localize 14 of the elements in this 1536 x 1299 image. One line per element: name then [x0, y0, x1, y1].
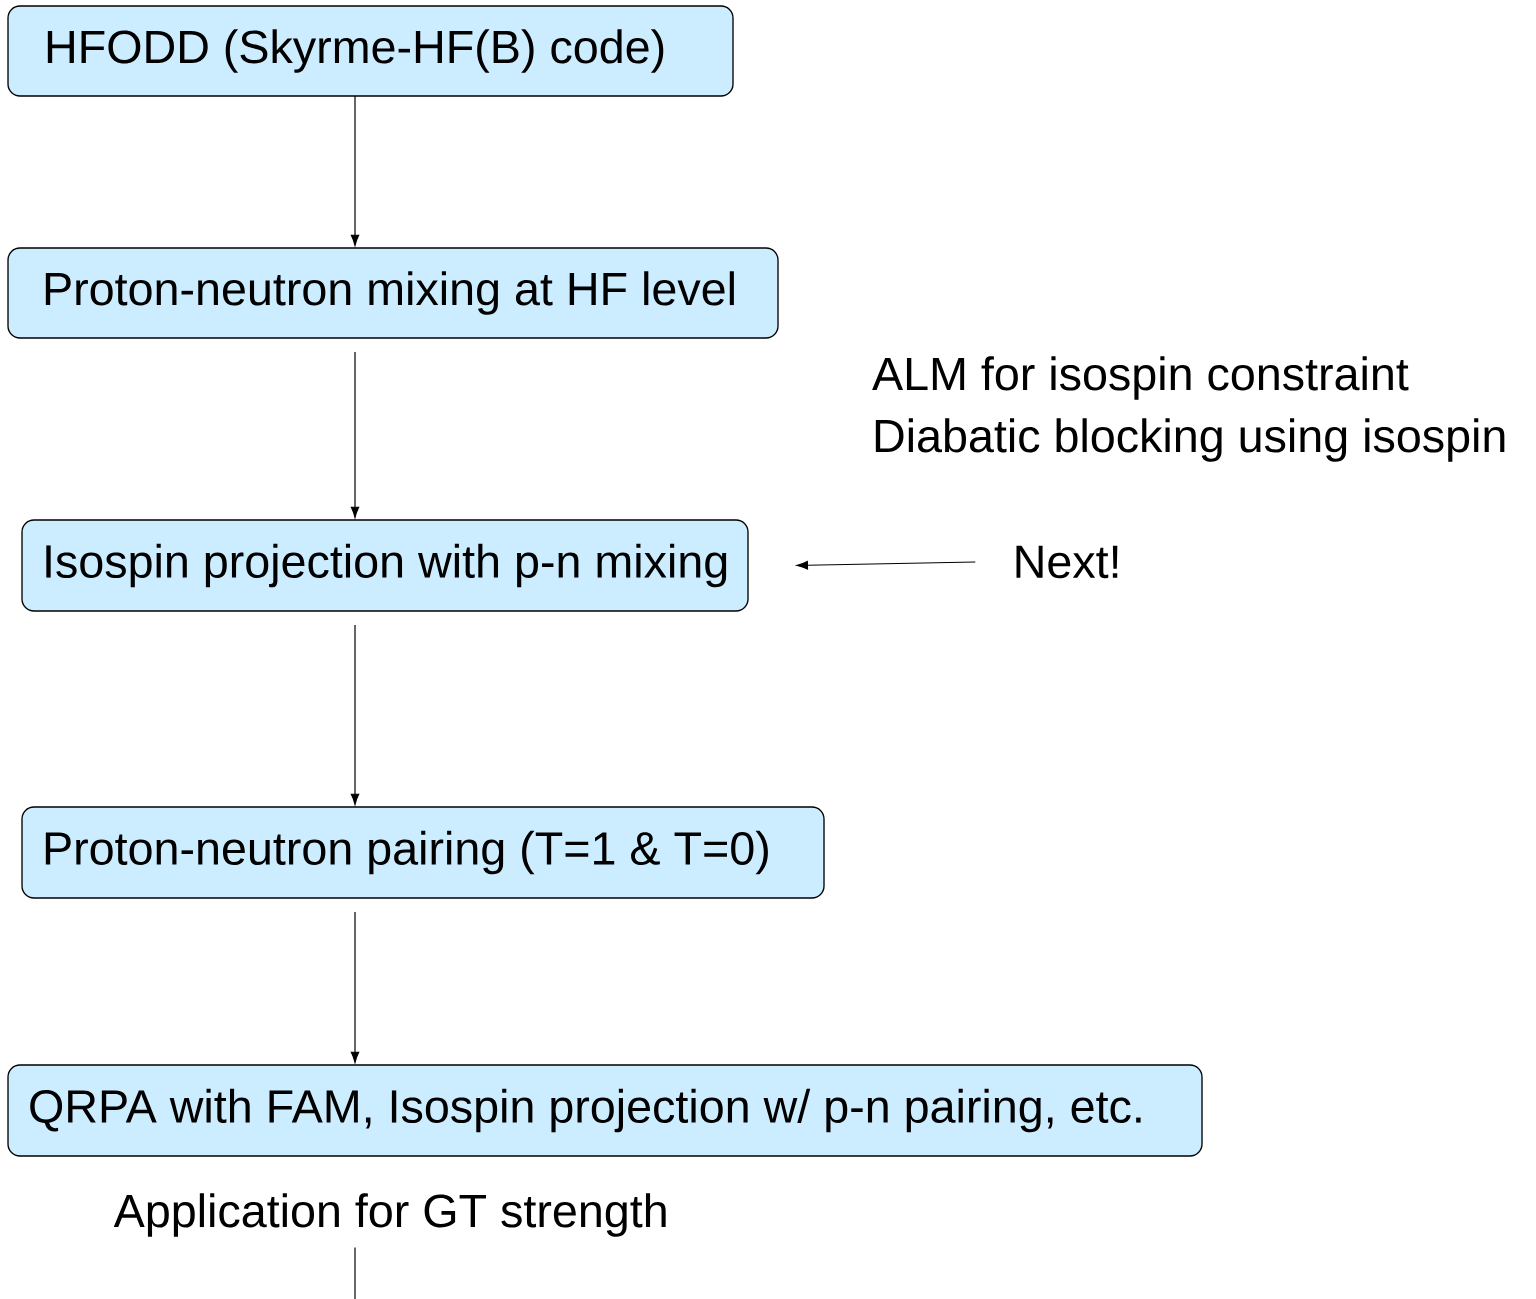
process-box: Proton-neutron mixing at HF level: [7, 247, 779, 339]
arrow: [796, 561, 976, 570]
arrow: [350, 624, 360, 805]
arrow: [350, 95, 360, 246]
arrow: [350, 911, 360, 1063]
process-box: Isospin projection with p-n mixing: [21, 519, 749, 612]
arrow: [350, 351, 360, 518]
text-label: Next!: [1016, 545, 1118, 579]
text-label: Application for GT strength: [113, 1193, 666, 1237]
note-text: Diabatic blocking using isospin: [875, 418, 1505, 462]
process-box: Proton-neutron pairing (T=1 & T=0): [21, 806, 825, 899]
process-box: QRPA with FAM, Isospin projection w/ p-n pairing, etc.: [7, 1064, 1203, 1157]
note-text: ALM for isospin constraint: [872, 356, 1409, 400]
process-box: HFODD (Skyrme-HF(B) code): [7, 5, 734, 97]
